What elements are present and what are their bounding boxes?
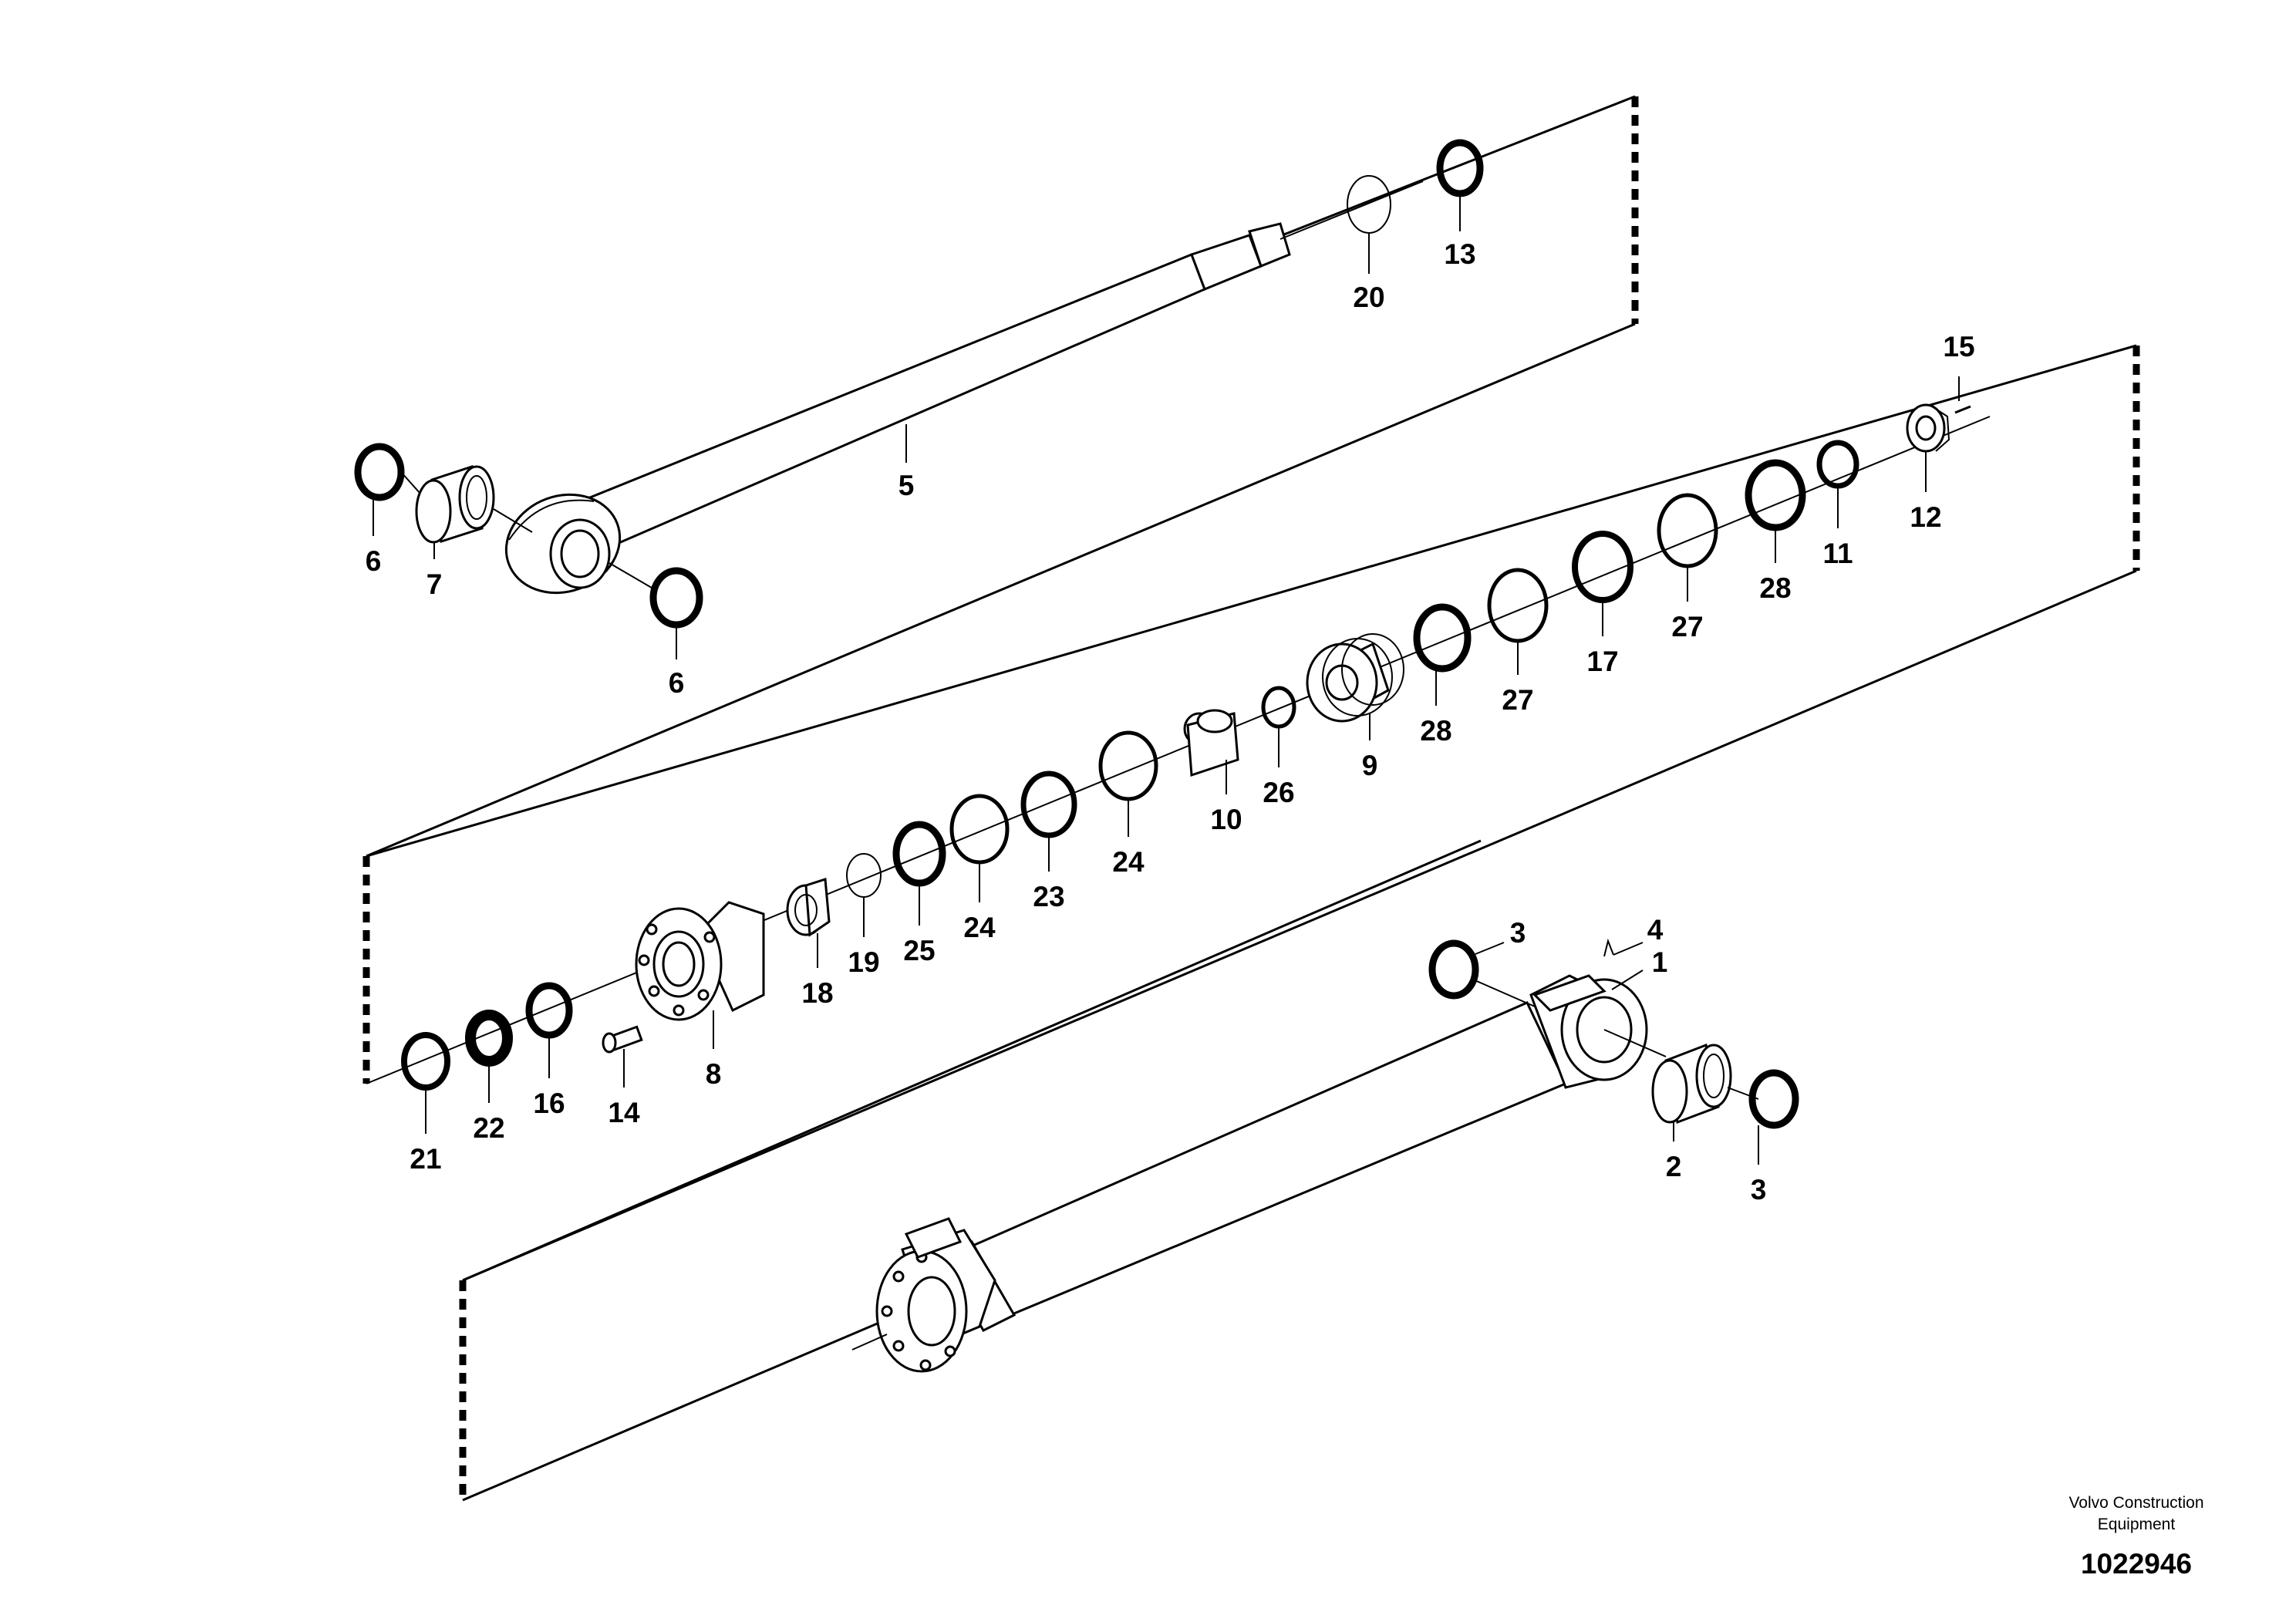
- label-3-top: 3: [1510, 917, 1526, 949]
- label-13: 13: [1444, 238, 1475, 270]
- label-11: 11: [1822, 538, 1853, 569]
- piston-rod: [504, 180, 1424, 595]
- ring-20: [1347, 175, 1391, 234]
- label-19: 19: [848, 946, 879, 978]
- ring-19: [846, 853, 882, 898]
- tube-group-frame: [459, 839, 1482, 1502]
- label-18: 18: [801, 977, 833, 1009]
- label-22: 22: [473, 1112, 504, 1144]
- label-17: 17: [1586, 646, 1618, 677]
- label-24-right: 24: [1112, 846, 1145, 878]
- bushing-2: [1651, 1043, 1732, 1125]
- bushing-18: [786, 878, 831, 937]
- label-3-bottom: 3: [1751, 1174, 1767, 1206]
- label-7: 7: [426, 568, 443, 600]
- drawing-number: 1022946: [2081, 1548, 2192, 1580]
- seal-3-top: [1428, 939, 1479, 1000]
- seal-23: [1020, 771, 1077, 838]
- seal-13: [1436, 139, 1484, 197]
- grease-nipple-4: [1603, 938, 1614, 957]
- label-12: 12: [1910, 501, 1941, 533]
- leader-lines: [373, 194, 1960, 1165]
- bolt-14: [602, 1025, 643, 1054]
- drawing-footer: Volvo Construction Equipment 1022946: [2068, 1494, 2203, 1580]
- label-23: 23: [1033, 881, 1064, 912]
- seal-24a: [949, 794, 1010, 865]
- label-2: 2: [1666, 1151, 1682, 1182]
- seal-27b: [1487, 568, 1549, 643]
- tube-parts: [1428, 938, 1799, 1129]
- seal-26: [1261, 686, 1296, 729]
- seal-3-bottom: [1748, 1069, 1799, 1129]
- label-21: 21: [410, 1143, 441, 1175]
- seal-16: [525, 982, 573, 1039]
- label-28-upper: 28: [1759, 572, 1791, 604]
- label-8: 8: [706, 1058, 722, 1090]
- label-6-left: 6: [366, 545, 382, 577]
- nut-12: [1906, 403, 1950, 453]
- label-9: 9: [1362, 750, 1378, 781]
- screw-15: [1954, 405, 1971, 414]
- bushing-10: [1183, 709, 1239, 777]
- label-25: 25: [903, 935, 935, 966]
- bushing-7: [415, 465, 495, 544]
- rod-parts: [354, 139, 1484, 629]
- label-6-right: 6: [669, 667, 685, 699]
- cylinder-head-8: [635, 901, 765, 1021]
- seal-24b: [1098, 730, 1158, 801]
- piston-group-frame: [362, 344, 2140, 1282]
- seal-28a: [1745, 459, 1806, 531]
- seal-27a: [1657, 493, 1718, 568]
- seal-6-left: [354, 443, 405, 501]
- label-4: 4: [1647, 914, 1664, 946]
- label-26: 26: [1263, 777, 1294, 808]
- cylinder-tube: [851, 974, 1667, 1373]
- label-14: 14: [608, 1097, 640, 1128]
- label-10: 10: [1210, 804, 1242, 835]
- label-20: 20: [1353, 282, 1384, 313]
- label-24-left: 24: [963, 912, 996, 943]
- seal-25: [892, 821, 946, 887]
- seal-21: [401, 1032, 450, 1091]
- label-5: 5: [899, 470, 915, 501]
- company-name-line2: Equipment: [2098, 1516, 2176, 1533]
- seal-6-right: [649, 567, 703, 629]
- piston-9: [1306, 633, 1404, 723]
- label-28-lower: 28: [1420, 715, 1451, 747]
- part-labels: 13 20 15 5 6 7 6 12 11 28 27 17 27 28 9 …: [366, 238, 1975, 1206]
- label-27-lower: 27: [1502, 684, 1533, 716]
- label-1: 1: [1652, 946, 1668, 978]
- seal-28b: [1413, 603, 1472, 673]
- label-16: 16: [533, 1088, 565, 1119]
- company-name-line1: Volvo Construction: [2068, 1494, 2203, 1512]
- label-27-upper: 27: [1671, 611, 1703, 642]
- label-15: 15: [1943, 331, 1974, 363]
